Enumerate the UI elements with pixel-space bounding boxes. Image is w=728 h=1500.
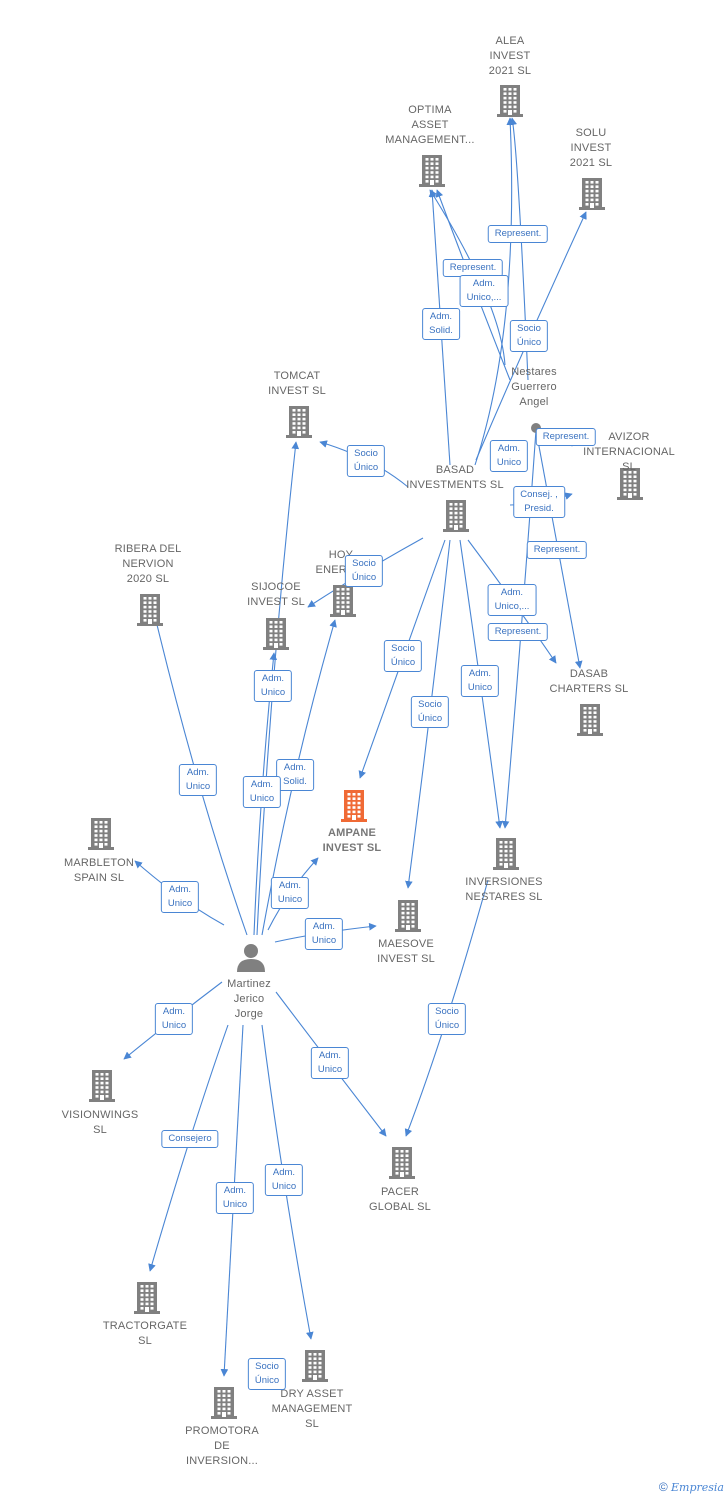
node-maesove[interactable]: MAESOVE INVEST SL (377, 937, 435, 967)
edge-label-e18[interactable]: Adm. Unico (253, 670, 293, 702)
edge-label-e13[interactable]: Represent. (487, 623, 549, 641)
building-icon-dry[interactable] (299, 1348, 331, 1382)
node-label-inversiones: INVERSIONES NESTARES SL (465, 876, 543, 903)
building-icon-maesove[interactable] (392, 898, 424, 932)
edge-label-e25[interactable]: Socio Único (427, 1003, 467, 1035)
node-label-promotora: PROMOTORA DE INVERSION... (185, 1425, 259, 1467)
edge-label-e21[interactable]: Adm. Unico (160, 881, 200, 913)
edge-label-e1[interactable]: Represent. (487, 225, 549, 243)
edge-label-e6[interactable]: Socio Único (346, 445, 386, 477)
node-label-martinez: Martinez Jerico Jorge (227, 978, 271, 1020)
node-label-avizor: AVIZOR INTERNACIONAL SL (583, 431, 675, 473)
node-sijocoe[interactable]: SIJOCOE INVEST SL (247, 580, 305, 610)
node-label-ampane: AMPANE INVEST SL (322, 827, 382, 854)
brand-name: Empresia (671, 1481, 724, 1494)
node-label-optima: OPTIMA ASSET MANAGEMENT... (385, 104, 475, 146)
edge-label-e22[interactable]: Adm. Unico (270, 877, 310, 909)
node-optima[interactable]: OPTIMA ASSET MANAGEMENT... (385, 103, 474, 148)
building-icon-ribera[interactable] (134, 592, 166, 626)
node-dry[interactable]: DRY ASSET MANAGEMENT SL (272, 1387, 353, 1432)
edge-e7 (474, 117, 515, 466)
footer-brand[interactable]: © Empresia (659, 1480, 724, 1494)
node-solu[interactable]: SOLU INVEST 2021 SL (570, 126, 612, 171)
edge-label-e17[interactable]: Adm. Unico (178, 764, 218, 796)
node-pacer[interactable]: PACER GLOBAL SL (369, 1185, 431, 1215)
edge-label-e12[interactable]: Adm. Unico,... (487, 584, 537, 616)
edge-label-e19[interactable]: Adm. Solid. (276, 759, 314, 791)
node-label-nestares: Nestares Guerrero Angel (511, 366, 557, 408)
building-icon-alea[interactable] (494, 83, 526, 117)
node-tractorgate[interactable]: TRACTORGATE SL (103, 1319, 187, 1349)
edge-label-e20[interactable]: Adm. Unico (242, 776, 282, 808)
edge-label-e7[interactable]: Adm. Unico (489, 440, 529, 472)
edge-label-e10[interactable]: Represent. (526, 541, 588, 559)
building-icon-pacer[interactable] (386, 1145, 418, 1179)
building-icon-avizor[interactable] (614, 466, 646, 500)
node-label-tomcat: TOMCAT INVEST SL (268, 370, 326, 397)
edge-label-e26[interactable]: Adm. Unico (310, 1047, 350, 1079)
building-icon-basad[interactable] (440, 498, 472, 532)
edge-label-e11[interactable]: Socio Único (344, 555, 384, 587)
building-icon-tomcat[interactable] (283, 404, 315, 438)
edge-label-e24[interactable]: Adm. Unico (154, 1003, 194, 1035)
building-icon-sijocoe[interactable] (260, 616, 292, 650)
edge-label-e29[interactable]: Adm. Unico (264, 1164, 304, 1196)
edge-label-e23[interactable]: Adm. Unico (304, 918, 344, 950)
edge-label-e4[interactable]: Adm. Solid. (422, 308, 460, 340)
node-martinez[interactable]: Martinez Jerico Jorge (227, 977, 271, 1022)
edge-label-e5[interactable]: Socio Único (509, 320, 549, 352)
node-inversiones[interactable]: INVERSIONES NESTARES SL (465, 875, 542, 905)
node-label-sijocoe: SIJOCOE INVEST SL (247, 581, 305, 608)
edge-label-e8[interactable]: Represent. (535, 428, 597, 446)
building-icon-tractorgate[interactable] (131, 1280, 163, 1314)
edge-label-e28[interactable]: Adm. Unico (215, 1182, 255, 1214)
building-icon-ampane[interactable] (338, 788, 370, 822)
node-label-alea: ALEA INVEST 2021 SL (488, 35, 532, 77)
building-icon-dasab[interactable] (574, 702, 606, 736)
edge-label-e3[interactable]: Adm. Unico,... (459, 275, 509, 307)
node-label-basad: BASAD INVESTMENTS SL (406, 464, 504, 491)
node-ribera[interactable]: RIBERA DEL NERVION 2020 SL (115, 542, 182, 587)
node-nestares[interactable]: Nestares Guerrero Angel (511, 365, 557, 410)
building-icon-hoy[interactable] (327, 583, 359, 617)
node-label-ribera: RIBERA DEL NERVION 2020 SL (114, 543, 182, 585)
edge-e27 (148, 1024, 229, 1272)
node-avizor[interactable]: AVIZOR INTERNACIONAL SL (580, 430, 679, 475)
edge-label-e14[interactable]: Socio Único (383, 640, 423, 672)
node-basad[interactable]: BASAD INVESTMENTS SL (406, 463, 504, 493)
node-label-marbleton: MARBLETON SPAIN SL (63, 857, 135, 884)
node-ampane[interactable]: AMPANE INVEST SL (323, 826, 382, 856)
building-icon-inversiones[interactable] (490, 836, 522, 870)
node-label-dry: DRY ASSET MANAGEMENT SL (271, 1388, 353, 1430)
node-tomcat[interactable]: TOMCAT INVEST SL (268, 369, 326, 399)
building-icon-optima[interactable] (416, 153, 448, 187)
copyright-symbol: © (658, 1480, 668, 1494)
node-marbleton[interactable]: MARBLETON SPAIN SL (64, 856, 134, 886)
node-label-solu: SOLU INVEST 2021 SL (569, 127, 613, 169)
node-label-dasab: DASAB CHARTERS SL (549, 668, 629, 695)
edge-label-e15[interactable]: Adm. Unico (460, 665, 500, 697)
node-alea[interactable]: ALEA INVEST 2021 SL (489, 34, 531, 79)
node-label-maesove: MAESOVE INVEST SL (377, 938, 435, 965)
person-icon-martinez[interactable] (236, 942, 266, 972)
edge-label-e30[interactable]: Socio Único (247, 1358, 287, 1390)
edge-label-e27[interactable]: Consejero (161, 1130, 219, 1148)
building-icon-promotora[interactable] (208, 1385, 240, 1419)
node-label-pacer: PACER GLOBAL SL (369, 1186, 431, 1213)
node-dasab[interactable]: DASAB CHARTERS SL (549, 667, 628, 697)
edge-label-e9[interactable]: Consej. , Presid. (513, 486, 565, 518)
building-icon-marbleton[interactable] (85, 816, 117, 850)
building-icon-visionwings[interactable] (86, 1068, 118, 1102)
node-label-visionwings: VISIONWINGS SL (61, 1109, 139, 1136)
node-promotora[interactable]: PROMOTORA DE INVERSION... (185, 1424, 259, 1469)
node-label-tractorgate: TRACTORGATE SL (102, 1320, 188, 1347)
node-visionwings[interactable]: VISIONWINGS SL (62, 1108, 139, 1138)
building-icon-solu[interactable] (576, 176, 608, 210)
edge-label-e16[interactable]: Socio Único (410, 696, 450, 728)
